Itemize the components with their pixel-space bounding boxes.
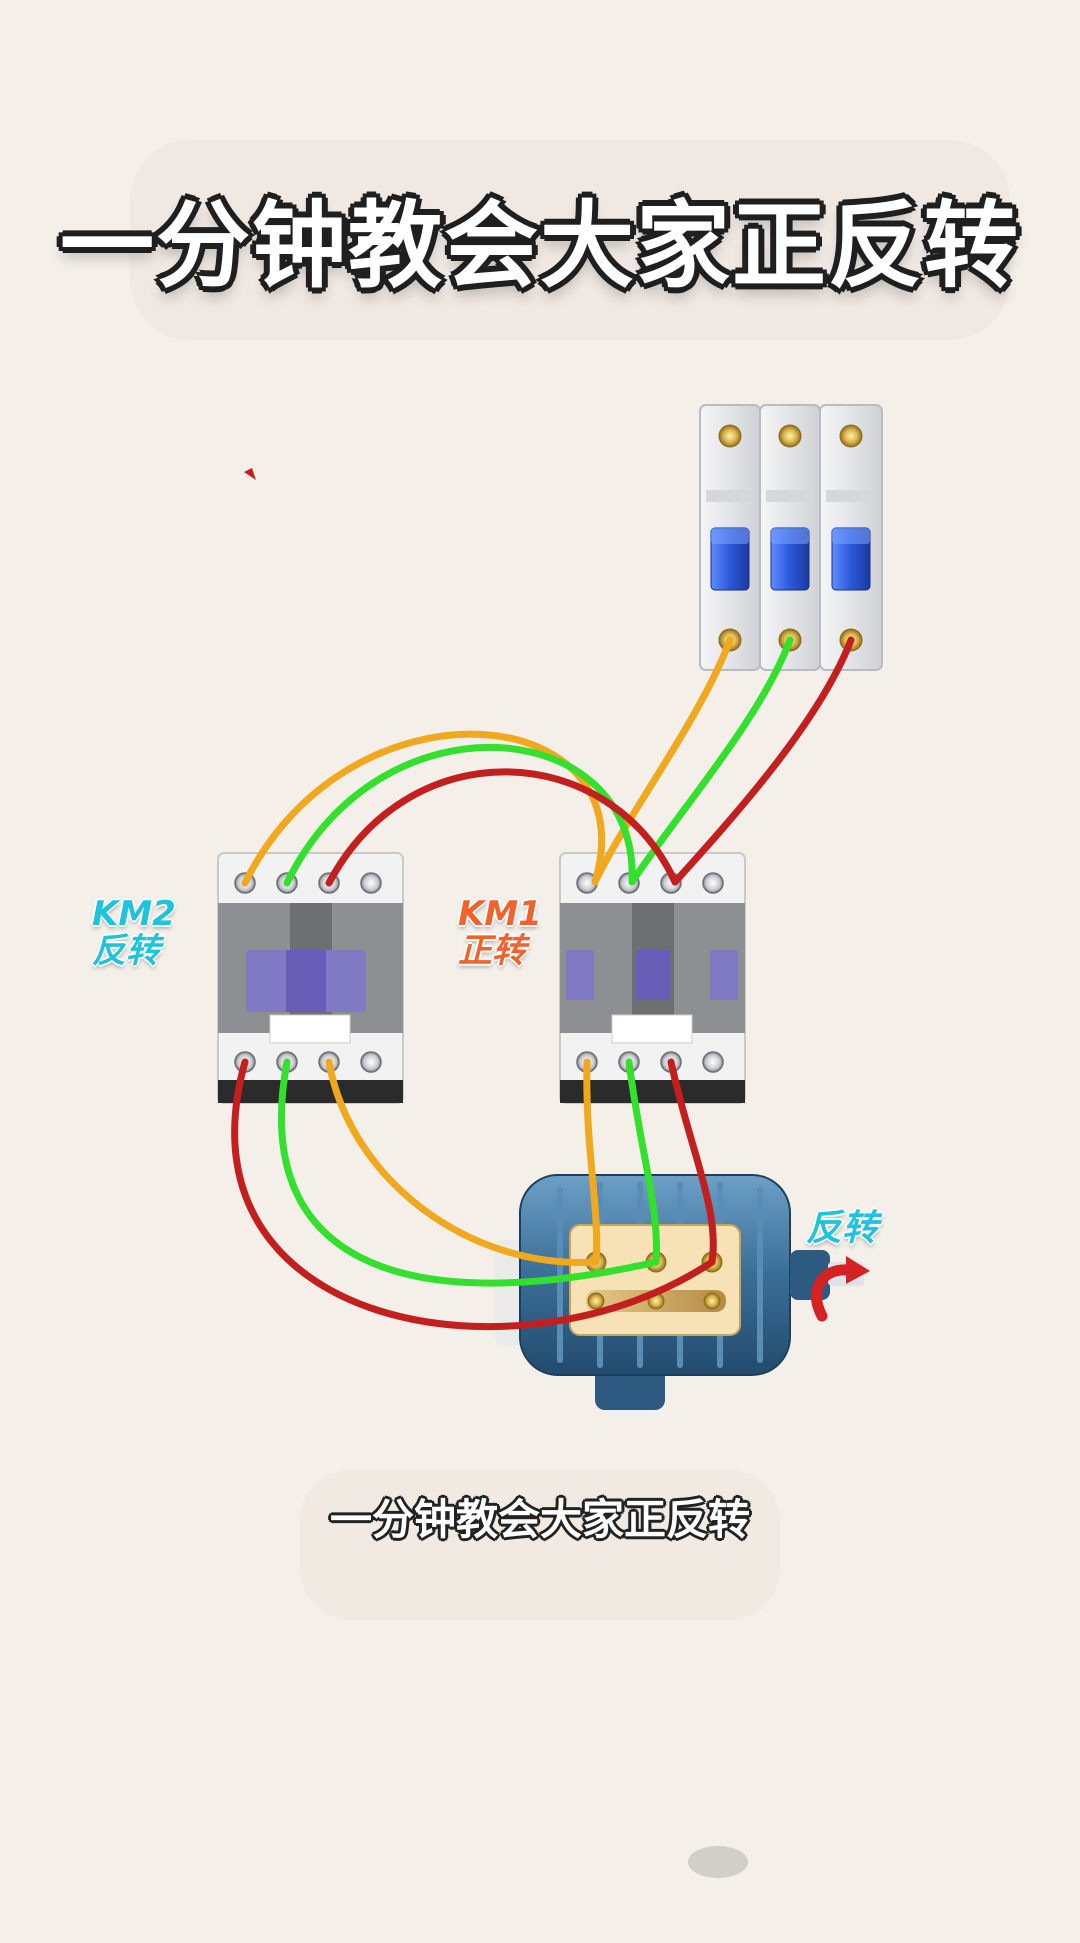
wire-yellow-km1-motor [583, 1058, 601, 1266]
curved-arrow-icon [811, 1256, 870, 1322]
motor-direction-label: 反转 [806, 1208, 879, 1249]
km2-code: KM2 [92, 894, 176, 934]
wire-red-km1-motor [667, 1058, 717, 1266]
small-red-mark [244, 468, 256, 480]
wire-red-supply [671, 636, 855, 886]
wire-yellow-bridge [241, 730, 606, 887]
page-title: 一分钟教会大家正反转 [59, 192, 1020, 301]
wire-red-km2-motor [231, 1058, 716, 1331]
wire-green-km1-motor [625, 1058, 660, 1266]
breaker-pole-1 [699, 404, 761, 671]
wire-green-km2-motor [278, 1058, 660, 1287]
km2-label: KM2 反转 [92, 896, 176, 969]
breaker-pole-2 [759, 404, 821, 671]
wire-yellow-supply [591, 636, 734, 886]
wire-yellow-km2-motor [325, 1058, 600, 1266]
km2-name: 反转 [92, 930, 160, 971]
watermark-blob [688, 1846, 748, 1878]
wire-red-bridge [325, 768, 679, 887]
wire-green-bridge [283, 744, 636, 887]
wire-green-supply [628, 636, 794, 886]
km2-contactor-icon [217, 852, 404, 1104]
km1-name: 正转 [458, 930, 526, 971]
breaker-pole-3 [819, 404, 883, 671]
three-pole-circuit-breaker-icon [699, 404, 883, 671]
km1-code: KM1 [458, 894, 542, 934]
subtitle: 一分钟教会大家正反转 [329, 1495, 750, 1544]
km1-label: KM1 正转 [458, 896, 542, 969]
